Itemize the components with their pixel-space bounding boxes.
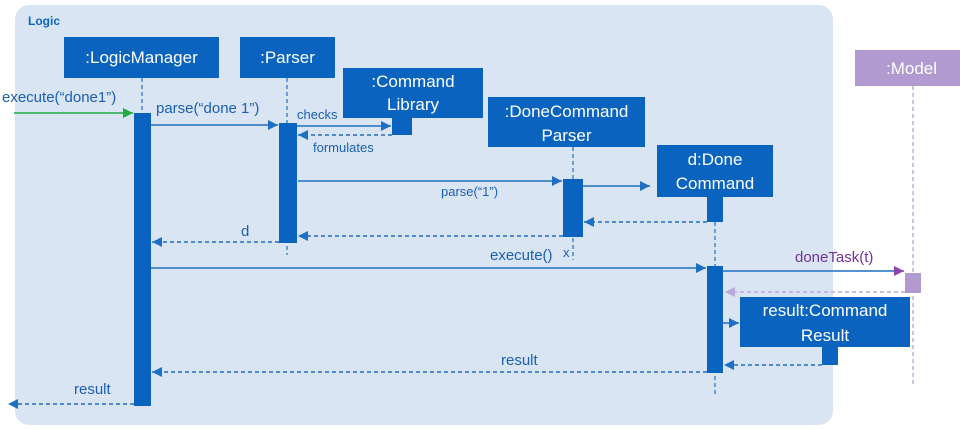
model-box [855,50,960,86]
execute-input-label: execute(“done1”) [2,89,116,106]
d-return-label: d [241,223,249,240]
command-library-title-line2: Library [387,95,439,114]
frame-label: Logic [28,14,60,28]
done-task-label: doneTask(t) [795,249,873,266]
command-result-title-line2: Result [801,326,849,345]
command-result-box [740,297,910,347]
logic-manager-box [64,37,219,78]
result-final-label: result [74,381,112,398]
done-command-box [657,145,773,197]
model-title: :Model [886,59,937,78]
model-activation [905,273,921,293]
command-library-activation [392,118,412,135]
logic-manager-activation [134,113,151,406]
done-command-parser-title-line1: :DoneCommand [505,102,629,121]
done-command-box-stub [707,197,723,222]
parser-title: :Parser [260,48,315,67]
command-library-title-line1: :Command [371,72,454,91]
done-command-parser-activation [563,179,583,237]
parse-full-label: parse(“done 1”) [156,100,259,117]
command-result-stub [822,347,838,365]
command-library-box [343,68,483,118]
done-command-title-line2: Command [676,174,754,193]
execute-label: execute() [490,247,553,264]
formulates-label: formulates [313,140,374,155]
result-return-label: result [501,352,539,369]
done-command-title-line1: d:Done [688,150,743,169]
done-command-parser-box [488,97,645,147]
logic-manager-title: :LogicManager [85,48,198,67]
destroy-marker: x [563,245,570,260]
parser-activation [279,123,297,243]
done-command-parser-title-line2: Parser [541,126,591,145]
checks-label: checks [297,107,338,122]
command-result-title-line1: result:Command [763,301,888,320]
done-command-activation [707,266,723,373]
parser-box [240,37,335,78]
parse-arg-label: parse(“1”) [441,184,498,199]
